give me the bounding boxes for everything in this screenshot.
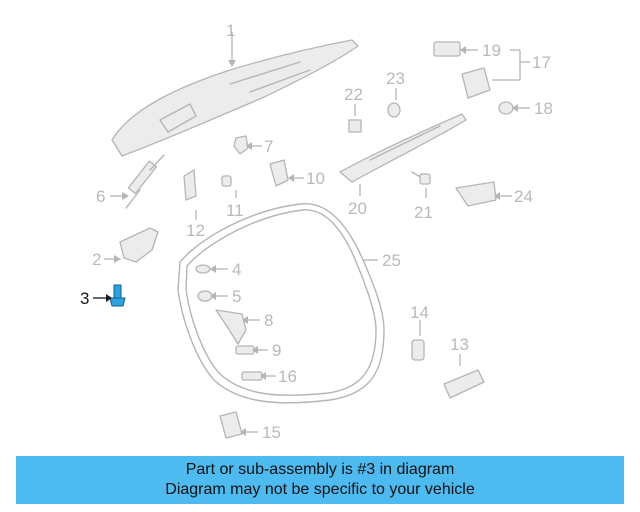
part-10-latch: [269, 159, 304, 187]
part-11-bolt: [221, 175, 237, 198]
callout-1: 1: [226, 21, 235, 40]
part-13-striker: [443, 354, 485, 399]
part-15-cover: [219, 411, 258, 439]
callout-15: 15: [262, 423, 281, 442]
callout-13: 13: [450, 335, 469, 354]
callout-10: 10: [306, 169, 325, 188]
part-17-latch-assy: [461, 49, 530, 99]
callout-9: 9: [272, 341, 281, 360]
part-1-spoiler: [111, 32, 359, 157]
parts-diagram: 1 2 3 4 5 6 7 8 9 10 11 12 13 14 15 16 1…: [80, 21, 553, 442]
part-19-switch: [433, 41, 478, 57]
callout-25: 25: [382, 251, 401, 270]
part-2-hinge: [104, 227, 159, 263]
part-6-strut: [110, 154, 165, 209]
callout-4: 4: [232, 260, 241, 279]
info-banner: Part or sub-assembly is #3 in diagram Di…: [16, 456, 624, 504]
callout-5: 5: [232, 287, 241, 306]
part-4-grommet: [195, 264, 228, 274]
callout-3: 3: [80, 289, 89, 308]
callout-20: 20: [348, 199, 367, 218]
part-7-clip: [233, 135, 262, 155]
part-12-bracket: [183, 169, 197, 220]
callout-16: 16: [278, 367, 297, 386]
callout-19: 19: [482, 41, 501, 60]
part-9-bolt: [235, 345, 268, 355]
part-21-bolt: [411, 171, 431, 198]
part-5-grommet: [197, 290, 228, 302]
callout-22: 22: [344, 85, 363, 104]
callout-2: 2: [92, 250, 101, 269]
callout-17: 17: [532, 53, 551, 72]
part-14-bumper: [411, 320, 425, 361]
part-25-seal: [177, 203, 385, 404]
callout-12: 12: [186, 221, 205, 240]
callout-23: 23: [386, 69, 405, 88]
banner-line-1: Part or sub-assembly is #3 in diagram: [185, 461, 455, 478]
callout-14: 14: [410, 303, 429, 322]
part-16-bolt: [241, 371, 276, 381]
callout-11: 11: [226, 201, 244, 220]
callout-18: 18: [534, 99, 553, 118]
part-22-cap: [348, 104, 362, 133]
part-18-bolt: [498, 101, 530, 115]
part-3-bolt-highlighted: [93, 284, 126, 307]
part-20-garnish: [339, 113, 467, 196]
callout-6: 6: [96, 187, 105, 206]
part-24-bracket: [455, 181, 512, 207]
callout-21: 21: [414, 203, 433, 222]
callout-8: 8: [264, 311, 273, 330]
callout-24: 24: [514, 187, 533, 206]
part-23-grommet: [387, 88, 401, 118]
part-8-bracket: [215, 309, 260, 345]
banner-line-2: Diagram may not be specific to your vehi…: [165, 481, 475, 498]
callout-7: 7: [264, 137, 273, 156]
